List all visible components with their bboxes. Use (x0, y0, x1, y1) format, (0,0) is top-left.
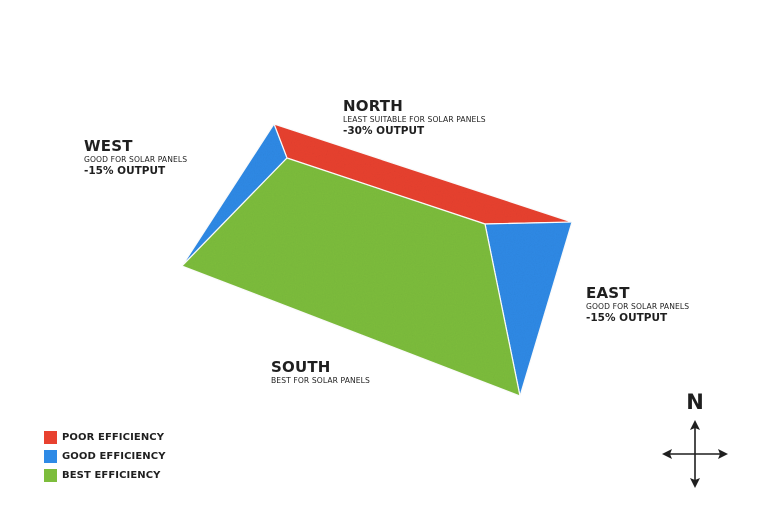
east-title: EAST (586, 284, 630, 302)
east-description: GOOD FOR SOLAR PANELS (586, 302, 690, 311)
south-label: SOUTH BEST FOR SOLAR PANELS (271, 358, 370, 386)
north-label: NORTH LEAST SUITABLE FOR SOLAR PANELS -3… (343, 97, 486, 138)
compass: N (660, 390, 730, 490)
west-output: -15% OUTPUT (84, 165, 166, 177)
north-output: -30% OUTPUT (343, 125, 425, 137)
compass-north-label: N (686, 390, 704, 414)
legend-label-poor: POOR EFFICIENCY (62, 432, 165, 443)
south-title: SOUTH (271, 358, 331, 376)
south-description: BEST FOR SOLAR PANELS (271, 376, 370, 385)
legend-label-good: GOOD EFFICIENCY (62, 451, 166, 462)
best-swatch-icon (44, 469, 57, 482)
south-roof-face (180, 157, 521, 397)
compass-arrows-icon (662, 420, 728, 488)
legend-item-poor: POOR EFFICIENCY (44, 428, 166, 447)
east-label: EAST GOOD FOR SOLAR PANELS -15% OUTPUT (586, 284, 689, 325)
west-description: GOOD FOR SOLAR PANELS (84, 155, 188, 164)
poor-swatch-icon (44, 431, 57, 444)
east-output: -15% OUTPUT (586, 312, 668, 324)
west-title: WEST (84, 137, 133, 155)
legend-label-best: BEST EFFICIENCY (62, 470, 161, 481)
legend-item-good: GOOD EFFICIENCY (44, 447, 166, 466)
north-description: LEAST SUITABLE FOR SOLAR PANELS (343, 115, 486, 124)
efficiency-legend: POOR EFFICIENCY GOOD EFFICIENCY BEST EFF… (44, 428, 166, 485)
legend-item-best: BEST EFFICIENCY (44, 466, 166, 485)
north-title: NORTH (343, 97, 403, 115)
good-swatch-icon (44, 450, 57, 463)
west-label: WEST GOOD FOR SOLAR PANELS -15% OUTPUT (84, 137, 187, 178)
